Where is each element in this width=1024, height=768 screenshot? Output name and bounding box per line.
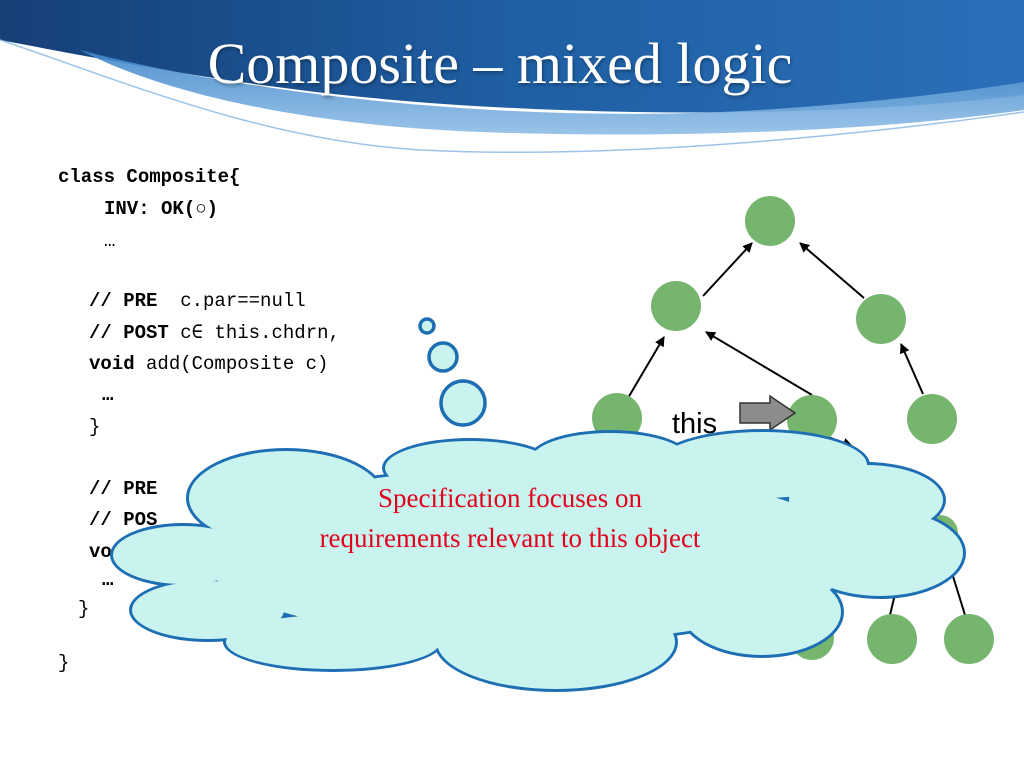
code-keyword: void [89, 353, 135, 375]
edge-arrow [900, 343, 924, 395]
code-line-class: class Composite{ [58, 166, 240, 188]
code-keyword: ) [206, 198, 219, 220]
code-keyword: INV: OK( [104, 198, 196, 220]
code-text: c∈ this.chdrn, [168, 322, 340, 344]
tree-node [944, 614, 994, 664]
code-line-brace: } [78, 598, 90, 620]
callout-line: requirements relevant to this object [319, 523, 701, 553]
title-banner [0, 0, 1024, 154]
code-keyword: vo [89, 541, 112, 563]
tree-node [745, 196, 795, 246]
edge-arrow [702, 242, 753, 297]
code-line-add: void add(Composite c) [89, 353, 328, 375]
edge-arrow [627, 336, 665, 399]
code-keyword: // PRE [89, 478, 158, 500]
edge-arrow [799, 242, 865, 299]
tree-node [867, 614, 917, 664]
code-symbol: ○ [195, 198, 207, 220]
tree-node [856, 294, 906, 344]
tree-node [651, 281, 701, 331]
code-keyword: // POS [89, 509, 158, 531]
slide-title: Composite – mixed logic [207, 31, 793, 96]
callout-text: Specification focuses on requirements re… [215, 478, 805, 558]
code-line-pre: // PRE [89, 478, 157, 500]
code-line-brace: } [58, 652, 70, 674]
thought-bubble-medium [427, 341, 459, 373]
tree-node [907, 394, 957, 444]
code-text: add(Composite c) [134, 353, 329, 375]
thought-bubble-large [439, 379, 487, 427]
code-line-post: // POST c∈ this.chdrn, [89, 322, 340, 344]
code-block: class Composite{ INV: OK(○) … // PRE c.p… [58, 166, 340, 674]
code-line-method: vo [89, 541, 112, 563]
code-keyword: // PRE [89, 290, 158, 312]
code-keyword: … [102, 384, 114, 406]
code-line-brace: } [89, 416, 101, 438]
edge-arrow [705, 331, 813, 396]
code-text: c.par==null [157, 290, 306, 312]
callout-line: Specification focuses on [378, 483, 642, 513]
code-keyword: class Composite{ [58, 166, 241, 188]
code-line-ellipsis: … [104, 230, 116, 252]
code-keyword: // POST [89, 322, 169, 344]
code-line-pre: // PRE c.par==null [89, 290, 306, 312]
code-line-post: // POS [89, 509, 157, 531]
code-line-ellipsis: … [102, 384, 113, 406]
thought-bubble-small [418, 317, 436, 335]
code-line-ellipsis: … [102, 569, 113, 591]
code-line-invariant: INV: OK(○) [104, 198, 218, 220]
callout-cloud [110, 429, 966, 692]
this-arrow-icon [739, 394, 797, 432]
code-keyword: … [102, 569, 114, 591]
